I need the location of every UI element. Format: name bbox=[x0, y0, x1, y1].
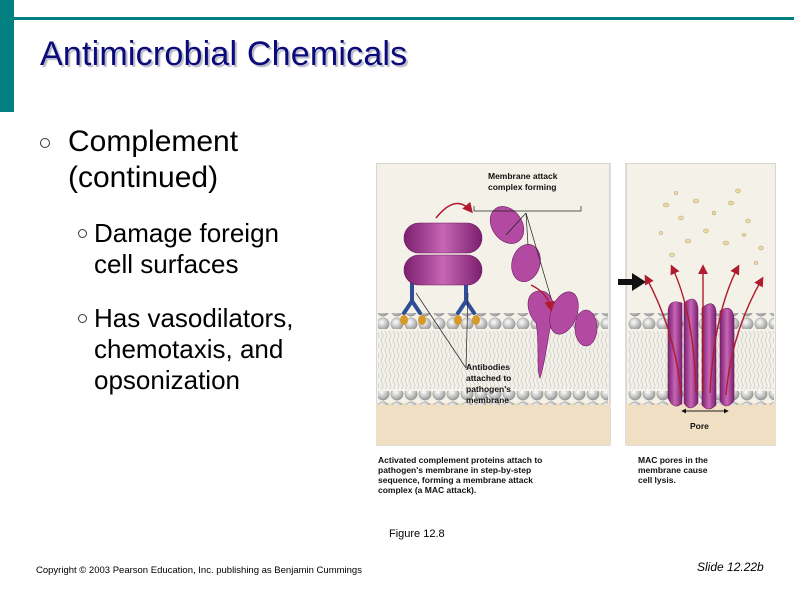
label-antibodies: Antibodies bbox=[466, 362, 510, 372]
sub-bullet-vaso-line2: chemotaxis, and bbox=[94, 334, 284, 364]
sub-bullet-damage-line1: Damage foreign bbox=[94, 218, 279, 248]
accent-bar-horizontal bbox=[14, 17, 794, 20]
caption-right: cell lysis. bbox=[638, 475, 676, 485]
sub-bullet-icon bbox=[78, 229, 87, 238]
antibody-icon bbox=[402, 279, 476, 315]
bullet-main-line1: Complement bbox=[68, 125, 239, 158]
sub-bullet-vaso-line3: opsonization bbox=[94, 365, 240, 395]
label-pore: Pore bbox=[690, 421, 709, 431]
transition-arrow-icon bbox=[618, 273, 646, 291]
figure-label: Figure 12.8 bbox=[389, 528, 445, 540]
copyright-text: Copyright © 2003 Pearson Education, Inc.… bbox=[36, 565, 362, 576]
label-mac-forming: complex forming bbox=[488, 182, 556, 192]
mac-pore-icon bbox=[667, 298, 735, 410]
mac-attack-illustration: Membrane attack complex forming Antibodi… bbox=[376, 163, 776, 495]
caption-left: complex (a MAC attack). bbox=[378, 485, 476, 495]
sub-bullet-icon bbox=[78, 314, 87, 323]
caption-right: membrane cause bbox=[638, 465, 708, 475]
bullet-main-line2: (continued) bbox=[68, 161, 219, 194]
label-antibodies: membrane bbox=[466, 395, 509, 405]
bullet-main: Complement (continued) bbox=[68, 124, 238, 196]
movement-arrows bbox=[435, 201, 555, 312]
sub-bullet-damage: Damage foreign cell surfaces bbox=[94, 218, 279, 280]
label-antibodies: pathogen's bbox=[466, 384, 511, 394]
cell-contents-particles bbox=[658, 188, 764, 265]
panel-mac-pores bbox=[625, 163, 776, 446]
caption-left: sequence, forming a membrane attack bbox=[378, 475, 533, 485]
complement-complex-icon bbox=[403, 222, 483, 286]
bullet-icon bbox=[40, 138, 50, 148]
sub-bullet-vasodilators: Has vasodilators, chemotaxis, and opsoni… bbox=[94, 303, 293, 396]
label-pointer-lines bbox=[415, 206, 582, 369]
sub-bullet-vaso-line1: Has vasodilators, bbox=[94, 303, 294, 333]
caption-left: Activated complement proteins attach to bbox=[378, 455, 542, 465]
slide-number: Slide 12.22b bbox=[697, 560, 764, 574]
caption-left: pathogen's membrane in step-by-step bbox=[378, 465, 531, 475]
sub-bullet-damage-line2: cell surfaces bbox=[94, 249, 239, 279]
mac-protein-icon bbox=[489, 206, 598, 379]
caption-right: MAC pores in the bbox=[638, 455, 708, 465]
accent-bar-vertical bbox=[0, 0, 14, 112]
slide-title: Antimicrobial Chemicals bbox=[40, 35, 408, 73]
label-antibodies: attached to bbox=[466, 373, 511, 383]
label-mac-forming: Membrane attack bbox=[488, 171, 558, 181]
antigen-markers bbox=[400, 315, 480, 325]
lysis-arrows bbox=[644, 264, 764, 396]
